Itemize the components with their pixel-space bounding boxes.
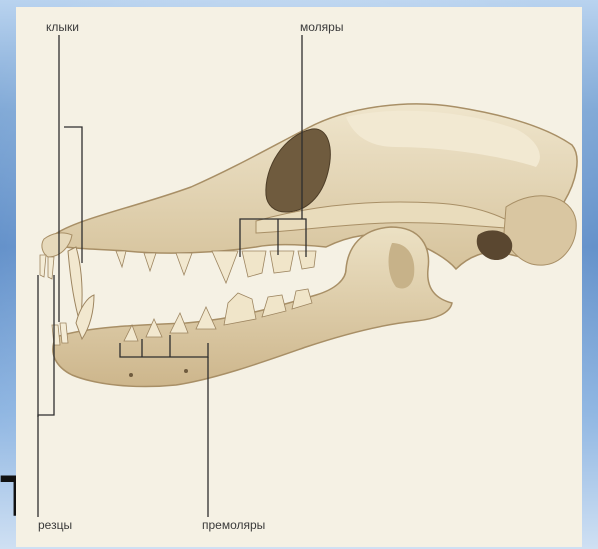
upper-molar bbox=[242, 251, 266, 277]
nasal-tip bbox=[42, 233, 72, 257]
label-molars: моляры bbox=[300, 20, 343, 34]
upper-premolar bbox=[116, 251, 126, 267]
incisors-leader bbox=[38, 275, 54, 517]
mental-foramen bbox=[184, 369, 188, 373]
skull-illustration bbox=[16, 7, 582, 547]
skull-diagram-panel: клыки моляры резцы премоляры bbox=[16, 7, 582, 547]
label-premolars: премоляры bbox=[202, 518, 265, 532]
upper-premolar bbox=[212, 251, 238, 283]
lower-premolar bbox=[196, 307, 216, 329]
upper-molar bbox=[270, 251, 294, 273]
upper-incisor bbox=[48, 257, 54, 279]
upper-incisor bbox=[40, 255, 46, 277]
label-incisors: резцы bbox=[38, 518, 72, 532]
mental-foramen bbox=[129, 373, 133, 377]
label-canines: клыки bbox=[46, 20, 79, 34]
lower-molar bbox=[224, 293, 256, 325]
upper-premolar bbox=[144, 253, 156, 271]
upper-premolar bbox=[176, 253, 192, 275]
upper-molar bbox=[298, 251, 316, 269]
